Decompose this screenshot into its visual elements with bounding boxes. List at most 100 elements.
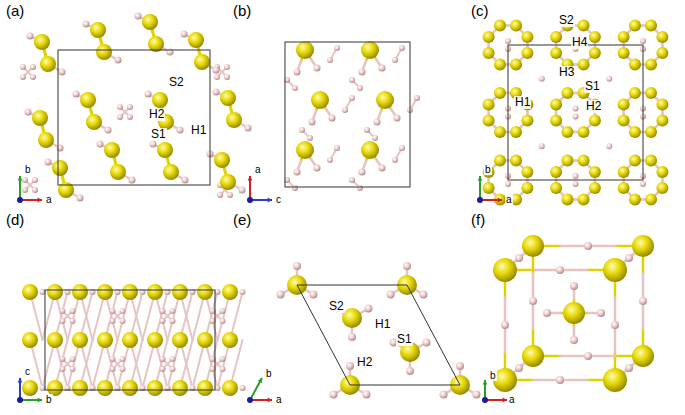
sulfur-atom — [226, 112, 242, 128]
hydrogen-atom — [314, 65, 321, 72]
hydrogen-atom — [22, 187, 28, 193]
hydrogen-atom — [20, 74, 26, 80]
unit-cell — [508, 45, 643, 180]
hydrogen-atom — [570, 336, 578, 344]
sulfur-atom — [645, 193, 657, 205]
sulfur-atom — [550, 166, 562, 178]
s-h-bond — [504, 325, 507, 353]
s-h-bond — [588, 245, 616, 248]
hydrogen-atom — [240, 289, 246, 295]
hydrogen-atom — [110, 356, 116, 362]
axis-arrowhead — [18, 378, 23, 382]
hydrogen-atom — [501, 321, 509, 329]
axis-label: a — [254, 164, 262, 175]
sulfur-atom — [550, 98, 562, 110]
sulfur-atom — [521, 115, 533, 127]
hydrogen-atom — [584, 352, 592, 360]
sulfur-atom — [550, 47, 562, 59]
axis-label: b — [45, 394, 53, 405]
sulfur-atom — [656, 166, 668, 178]
hydrogen-atom — [639, 297, 647, 305]
sulfur-atom — [296, 141, 314, 159]
sulfur-atom — [632, 345, 654, 367]
hydrogen-atom — [294, 169, 301, 176]
atom-label: H3 — [558, 66, 575, 79]
hydrogen-atom — [294, 69, 301, 76]
hydrogen-atom — [115, 57, 122, 64]
sulfur-atom — [222, 332, 238, 348]
hydrogen-atom — [220, 308, 226, 314]
hydrogen-atom — [584, 242, 592, 250]
s-h-bond — [614, 298, 617, 326]
sulfur-atom — [22, 380, 38, 396]
hydrogen-atom — [348, 333, 356, 341]
hydrogen-atom — [392, 157, 398, 163]
hydrogen-atom — [573, 173, 579, 179]
hydrogen-atom — [359, 69, 366, 76]
panel-label: (e) — [232, 212, 252, 229]
sulfur-atom — [220, 174, 236, 190]
sulfur-atom — [510, 58, 522, 70]
sulfur-atom — [561, 126, 573, 138]
sulfur-atom — [483, 47, 495, 59]
sulfur-atom — [629, 58, 641, 70]
sulfur-atom — [222, 380, 238, 396]
hydrogen-atom — [150, 141, 157, 148]
hydrogen-atom — [77, 195, 84, 202]
hydrogen-atom — [357, 85, 363, 91]
hydrogen-atom — [224, 74, 230, 80]
sulfur-atom — [493, 368, 517, 392]
s-h-bond — [561, 245, 589, 248]
hydrogen-atom — [529, 297, 537, 305]
hydrogen-atom — [359, 169, 366, 176]
sulfur-atom — [34, 34, 50, 50]
hydrogen-atom — [611, 321, 619, 329]
hydrogen-atom — [30, 64, 36, 70]
axis-origin — [247, 397, 253, 403]
unit-cell — [45, 290, 215, 390]
hydrogen-atom — [220, 356, 226, 362]
axis-arrowhead — [268, 198, 272, 203]
sulfur-atom — [510, 155, 522, 167]
s-h-bond — [533, 269, 561, 272]
hydrogen-atom — [472, 391, 480, 399]
sulfur-atom — [494, 20, 506, 32]
hydrogen-atom — [245, 125, 252, 132]
sulfur-atom — [122, 284, 138, 300]
hydrogen-atom — [120, 366, 126, 372]
hydrogen-atom — [573, 114, 579, 120]
sulfur-atom — [97, 284, 113, 300]
sulfur-atom — [222, 284, 238, 300]
panel-label: (f) — [470, 212, 486, 229]
hydrogen-atom — [334, 45, 340, 51]
axis-origin — [477, 197, 483, 203]
sulfur-atom — [522, 345, 544, 367]
hydrogen-atom — [357, 185, 363, 191]
sulfur-atom — [483, 115, 495, 127]
hydrogen-atom — [25, 109, 32, 116]
hydrogen-atom — [399, 145, 405, 151]
sulfur-atom — [618, 98, 630, 110]
hydrogen-atom — [403, 262, 411, 270]
hydrogen-atom — [349, 77, 355, 83]
sulfur-atom — [578, 193, 590, 205]
sulfur-atom — [38, 132, 54, 148]
hydrogen-atom — [97, 141, 104, 148]
hydrogen-atom — [515, 254, 523, 262]
hydrogen-atom — [20, 64, 26, 70]
hydrogen-atom — [309, 291, 317, 299]
panel-label: (d) — [5, 212, 25, 229]
sulfur-atom — [342, 308, 362, 328]
hydrogen-atom — [440, 391, 448, 399]
hydrogen-atom — [27, 33, 34, 40]
sulfur-atom — [172, 332, 188, 348]
hydrogen-atom — [160, 308, 166, 314]
hydrogen-atom — [539, 76, 545, 82]
sulfur-atom — [483, 98, 495, 110]
unit-cell — [285, 42, 410, 187]
hydrogen-atom — [60, 318, 66, 324]
sulfur-atom — [618, 47, 630, 59]
axis-arrowhead — [498, 198, 502, 203]
panel-label: (c) — [470, 3, 490, 20]
unit-cell — [58, 50, 210, 185]
